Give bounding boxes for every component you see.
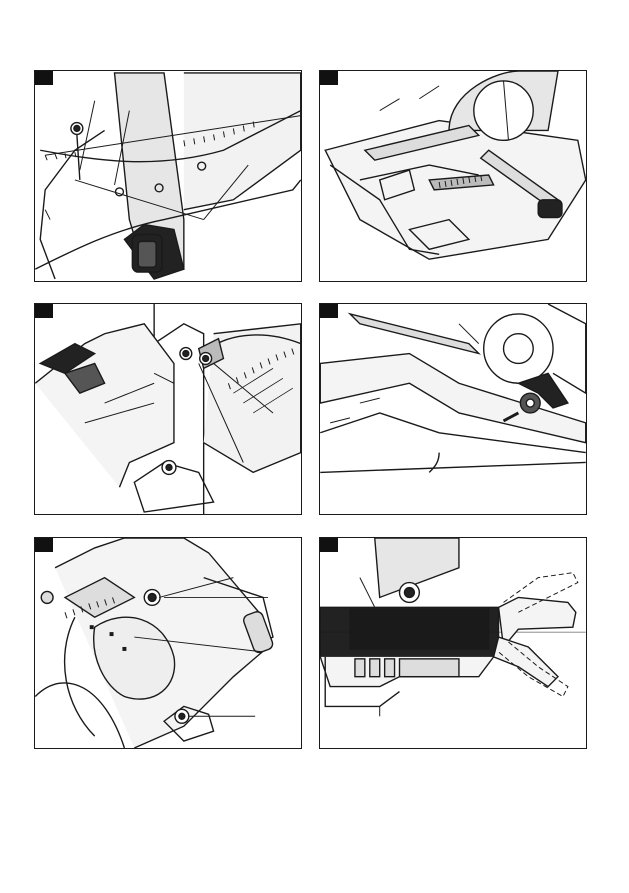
figure-panel-2 [319, 70, 587, 282]
figure-panel-5 [34, 537, 302, 749]
table-and-fence-illustration [320, 71, 586, 281]
figure-panel-1 [34, 70, 302, 282]
miter-scale-illustration [35, 71, 301, 281]
figure-number-tag [320, 538, 338, 552]
slide-rail-illustration [320, 304, 586, 514]
figure-number-tag [35, 538, 53, 552]
figure-number-tag [320, 304, 338, 318]
figure-panel-3 [34, 303, 302, 515]
figure-panel-4 [319, 303, 587, 515]
figure-number-tag [35, 304, 53, 318]
figure-number-tag [320, 71, 338, 85]
figure-number-tag [35, 71, 53, 85]
bevel-pivot-illustration [35, 538, 301, 748]
figure-panel-6 [319, 537, 587, 749]
handle-positions-illustration [320, 538, 586, 748]
bevel-scale-illustration [35, 304, 301, 514]
